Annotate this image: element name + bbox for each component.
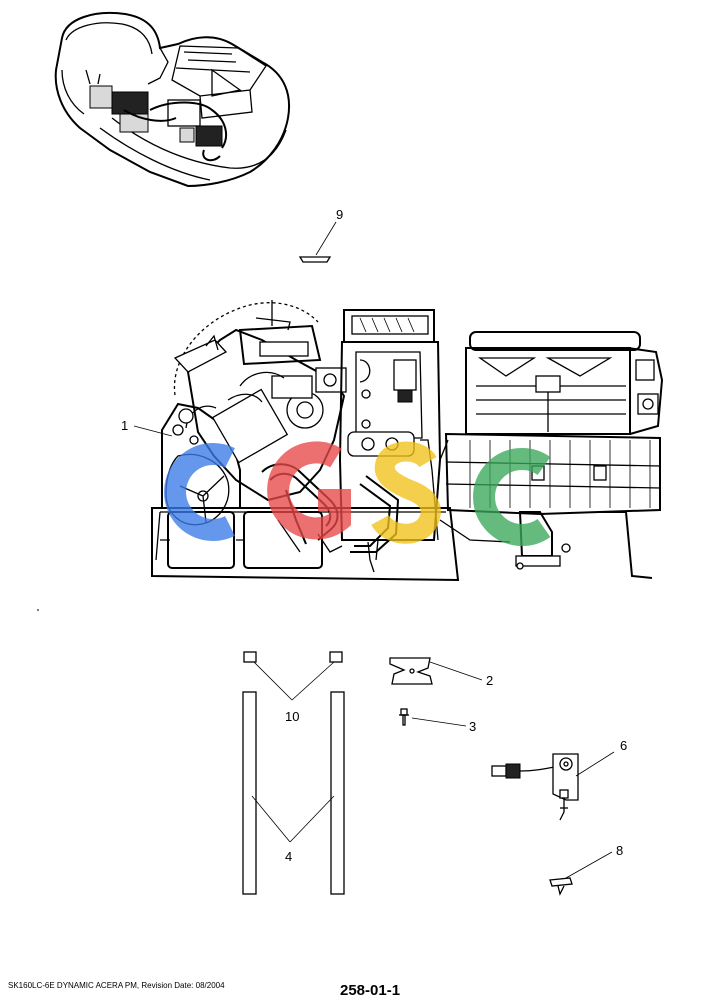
part-4-seal-strips: 4 [242,691,345,895]
part-3-screw: 3 [399,708,476,734]
part-9-filter-pad: 9 [298,207,343,263]
callout-2: 2 [486,673,493,688]
callout-10: 10 [285,709,299,724]
callout-9: 9 [336,207,343,222]
callout-4: 4 [285,849,292,864]
heater-unit-assembly [151,300,664,582]
callout-6: 6 [620,738,627,753]
callout-8: 8 [616,843,623,858]
watermark-logo [164,441,551,546]
part-2-bracket: 2 [389,657,493,688]
machine-overview-sketch [54,12,290,188]
callout-1-group: 1 [121,418,173,437]
part-10-pads: 10 [243,651,343,724]
margin-dot [37,609,39,611]
footer-caption: SK160LC-6E DYNAMIC ACERA PM, Revision Da… [8,981,225,990]
part-8-clip: 8 [549,843,623,896]
callout-3: 3 [469,719,476,734]
part-6-sensor-harness: 6 [491,738,627,821]
callout-1: 1 [121,418,128,433]
page-number: 258-01-1 [340,982,401,999]
